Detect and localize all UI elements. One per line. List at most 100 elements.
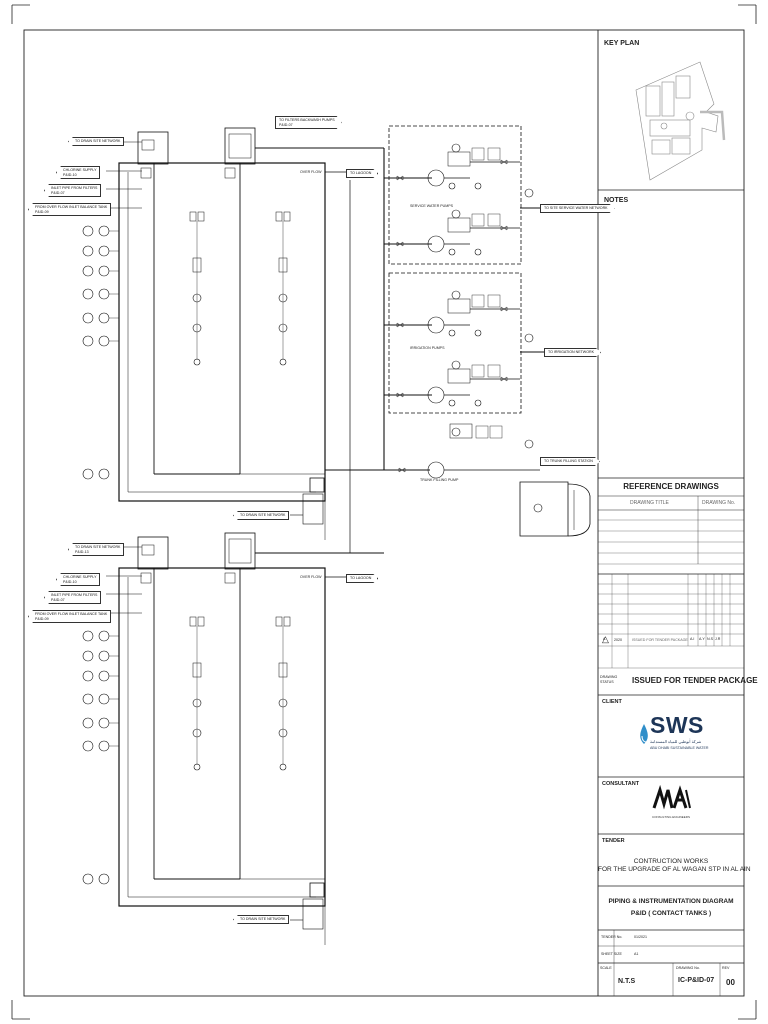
instrument-bubble xyxy=(98,335,110,347)
flag-drain-bottom-out: TO DRAIN SITE NETWORK xyxy=(233,915,290,924)
rev-initial-4: J.R xyxy=(715,637,721,641)
flag-inlet-bottom: INLET PIPE FROM FILTERS P&ID-07 xyxy=(44,591,102,604)
consultant-logo-sub: CONSULTING ENGINEERS xyxy=(652,815,690,819)
valve-symbol xyxy=(500,225,508,231)
valve-symbol xyxy=(396,322,404,328)
drain-pit xyxy=(309,882,325,898)
instrument-bubble xyxy=(474,182,482,190)
flag-overflow-inlet-bottom: FROM OVER FLOW INLET BALANCE TANK P&ID-0… xyxy=(28,610,112,623)
analyzer-box xyxy=(275,211,283,222)
rev-date: 2020 xyxy=(614,638,622,642)
control-box xyxy=(471,294,485,308)
client-logo-arabic: شركة أبوظبي للمياه المستدامة xyxy=(650,739,702,744)
rev-letter: A xyxy=(603,637,606,641)
drawing-no-column: DRAWING No. xyxy=(702,500,736,506)
label-trunk-filling-pump: TRUNK FILLING PUMP xyxy=(420,478,459,482)
instrument-bubble xyxy=(448,399,456,407)
inlet-chamber-inner xyxy=(141,544,155,556)
instrument-bubble xyxy=(98,288,110,300)
instrument-bubble xyxy=(98,225,110,237)
instrument-bubble xyxy=(98,717,110,729)
weir-box xyxy=(140,167,152,179)
drawing-status-label: DRAWING STATUS xyxy=(600,675,618,684)
valve-symbol xyxy=(500,159,508,165)
control-box xyxy=(471,147,485,161)
contact-tank-diagram xyxy=(82,125,591,945)
sheet-size-label: SHEET SIZE xyxy=(601,952,622,956)
instrument-bubble xyxy=(82,670,94,682)
control-box xyxy=(487,213,501,227)
flag-chlorine-bottom: CHLORINE SUPPLY P&ID-10 xyxy=(56,573,101,586)
instrument-bubble xyxy=(474,248,482,256)
flag-filters-backwash: TO FILTERS BACKWASH PUMPS P&ID-07 xyxy=(275,116,342,129)
instrument-bubble xyxy=(82,245,94,257)
instrument-bubble xyxy=(278,698,288,708)
flag-lagoon-top: TO LAGOON xyxy=(346,169,378,178)
instrument-bubble xyxy=(98,630,110,642)
float-icon xyxy=(193,358,201,366)
instrument-bubble xyxy=(524,333,534,343)
inlet-chamber xyxy=(137,131,169,165)
flag-chlorine-top: CHLORINE SUPPLY P&ID-10 xyxy=(56,166,101,179)
instrument-bubble xyxy=(192,293,202,303)
control-box xyxy=(487,147,501,161)
client-logo-text: SWS xyxy=(650,712,704,738)
client-logo-sub: ABU DHABI SUSTAINABLE WATER xyxy=(650,746,709,750)
label-irrigation-pumps: IRRIGATION PUMPS xyxy=(410,346,445,350)
flag-inlet-top: INLET PIPE FROM FILTERS P&ID-07 xyxy=(44,184,102,197)
instrument-bubble xyxy=(98,693,110,705)
flag-site-service-water: TO SITE SERVICE WATER NETWORK xyxy=(540,204,615,213)
instrument-bubble xyxy=(278,323,288,333)
instrument-bubble xyxy=(192,728,202,738)
drawing-no-label: DRAWING No. xyxy=(676,966,700,970)
tender-no-label: TENDER No. xyxy=(601,935,623,939)
control-box xyxy=(471,364,485,378)
pump-controls xyxy=(447,298,471,314)
scale: N.T.S xyxy=(618,978,636,985)
control-box xyxy=(487,294,501,308)
instrument-bubble xyxy=(524,188,534,198)
contact-tank xyxy=(118,162,326,502)
instrument-bubble xyxy=(278,728,288,738)
outlet-chamber xyxy=(224,532,256,570)
analyzer-box xyxy=(283,616,291,627)
tender-no: 01/2021 xyxy=(634,935,647,939)
instrument-bubble xyxy=(82,630,94,642)
reference-drawings-label: REFERENCE DRAWINGS xyxy=(623,482,719,491)
instrument-bubble xyxy=(451,143,461,153)
service-water-pump-skid xyxy=(388,125,522,265)
pump-controls xyxy=(447,217,471,233)
pump-controls xyxy=(447,151,471,167)
client-label: CLIENT xyxy=(602,699,622,705)
valve-symbol xyxy=(500,306,508,312)
weir-box xyxy=(224,572,236,584)
analyzer-box xyxy=(189,616,197,627)
instrument-bubble xyxy=(278,293,288,303)
weir-box xyxy=(140,572,152,584)
inlet-chamber xyxy=(137,536,169,570)
valve-symbol xyxy=(396,241,404,247)
analyzer-box xyxy=(283,211,291,222)
flag-drain-top: TO DRAIN SITE NETWORK xyxy=(68,137,125,146)
analyzer-box xyxy=(275,616,283,627)
instrument-bubble xyxy=(448,248,456,256)
rev-initial-1: A.I xyxy=(690,637,695,641)
tender-line-2: FOR THE UPGRADE OF AL WAGAN STP IN AL AI… xyxy=(598,866,751,873)
label-service-water-pumps: SERVICE WATER PUMPS xyxy=(410,204,454,208)
instrument-bubble xyxy=(98,650,110,662)
notes-label: NOTES xyxy=(604,197,629,204)
valve-symbol xyxy=(500,376,508,382)
instrument-bubble xyxy=(451,427,461,437)
instrument-bubble xyxy=(451,209,461,219)
flag-overflow-inlet-top: FROM OVER FLOW INLET BALANCE TANK P&ID-0… xyxy=(28,203,112,216)
flag-drain-top-out: TO DRAIN SITE NETWORK xyxy=(233,511,290,520)
float-icon xyxy=(279,358,287,366)
drawing-no: IC-P&ID-07 xyxy=(678,977,715,984)
overflow-label-bottom: OVER FLOW xyxy=(300,575,322,579)
control-box xyxy=(475,425,489,439)
instrument-bubble xyxy=(98,312,110,324)
instrument-bubble xyxy=(82,717,94,729)
consultant-logo: CONSULTING ENGINEERS xyxy=(652,784,692,824)
truck-tank xyxy=(519,481,569,537)
